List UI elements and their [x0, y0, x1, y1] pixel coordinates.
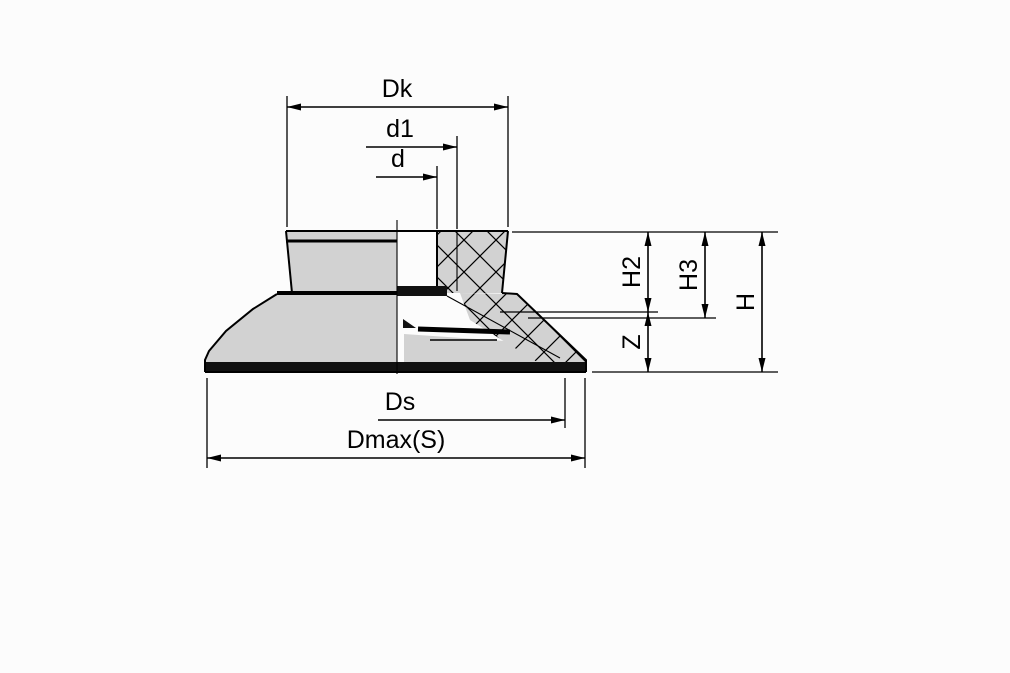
dk-label: Dk — [382, 75, 413, 103]
dimension-h: H — [732, 232, 766, 372]
ds-label: Ds — [385, 388, 416, 416]
dmax-label: Dmax(S) — [347, 426, 446, 454]
fitting-right-edge — [501, 230, 509, 294]
inner-lip-detail-triangle — [403, 319, 416, 328]
d1-label: d1 — [386, 115, 414, 143]
dimension-z: Z — [618, 312, 652, 372]
bottom-sealing-lip-band — [205, 362, 586, 372]
cup-inner-wall-line — [446, 295, 561, 359]
dimension-d: d — [376, 145, 438, 229]
d-label: d — [391, 145, 405, 173]
dimension-dmax: Dmax(S) — [206, 378, 586, 468]
dimension-dk: Dk — [286, 75, 509, 227]
fitting-left-edge — [285, 230, 293, 294]
h3-label: H3 — [675, 259, 703, 291]
fitting-wall-crosshatch — [437, 231, 508, 293]
dimension-h3: H3 — [675, 232, 709, 318]
insert-seal-band — [397, 286, 447, 296]
h2-label: H2 — [618, 256, 646, 288]
dimension-h2: H2 — [618, 232, 652, 312]
dimension-ds: Ds — [378, 378, 566, 428]
h-label: H — [732, 293, 760, 311]
cup-right-outer-contour — [501, 292, 587, 372]
cup-wall-crosshatch — [460, 293, 586, 372]
dimension-d1: d1 — [366, 115, 458, 229]
z-label: Z — [618, 334, 646, 349]
suction-cup-part — [204, 220, 587, 374]
cup-left-outer-contour — [204, 293, 278, 372]
cup-bell-left-outside-view — [205, 294, 397, 372]
fitting-left-outside-view — [286, 231, 397, 293]
inner-support-ring-line — [417, 326, 511, 335]
